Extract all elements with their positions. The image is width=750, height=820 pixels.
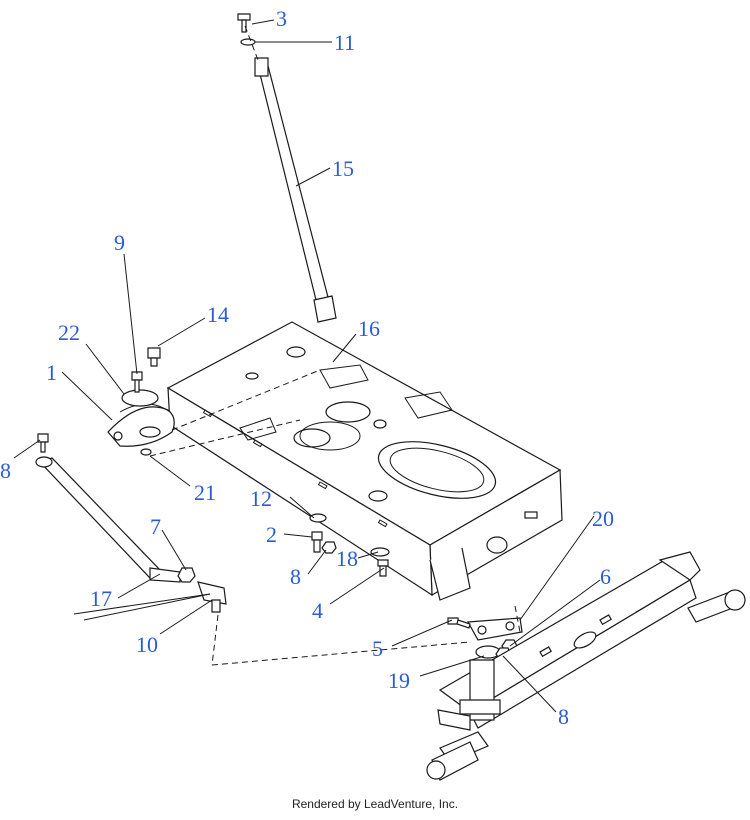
fitting-14 — [147, 347, 161, 367]
callout-16: 16 — [358, 316, 380, 341]
bolt-3 — [237, 13, 251, 33]
steering-shaft — [254, 57, 337, 323]
pin-21 — [140, 448, 152, 456]
washer-12 — [309, 513, 327, 523]
ball-joint-10 — [197, 581, 227, 613]
bushing-19 — [475, 645, 501, 659]
callout-6: 6 — [600, 564, 611, 589]
callout-1: 1 — [46, 360, 57, 385]
drag-link — [35, 456, 181, 583]
callout-12: 12 — [250, 486, 272, 511]
callouts: 3 11 15 9 14 22 16 1 8 21 12 2 7 8 18 20… — [0, 6, 614, 729]
callout-8a: 8 — [0, 458, 11, 483]
callout-2: 2 — [266, 522, 277, 547]
callout-5: 5 — [372, 636, 383, 661]
bolt-9 — [131, 371, 143, 393]
front-spindle — [426, 659, 501, 781]
callout-11: 11 — [334, 30, 355, 55]
callout-14: 14 — [207, 302, 229, 327]
bolt-8a — [37, 433, 49, 453]
footer-credit: Rendered by LeadVenture, Inc. — [291, 797, 459, 811]
washer-11 — [240, 38, 256, 46]
callout-21: 21 — [194, 480, 216, 505]
callout-19: 19 — [388, 668, 410, 693]
callout-17: 17 — [90, 586, 112, 611]
leader-lines — [13, 19, 601, 713]
nut-8b — [321, 541, 337, 554]
bolt-4 — [377, 559, 389, 577]
frame — [166, 321, 563, 601]
callout-10: 10 — [136, 632, 158, 657]
callout-22: 22 — [58, 320, 80, 345]
callout-3: 3 — [276, 6, 287, 31]
bolt-5 — [447, 617, 471, 629]
bolt-2 — [311, 531, 323, 553]
callout-20: 20 — [592, 506, 614, 531]
callout-4: 4 — [312, 598, 323, 623]
callout-8b: 8 — [290, 564, 301, 589]
steering-sector-gear — [107, 389, 175, 447]
callout-15: 15 — [332, 156, 354, 181]
front-axle — [438, 551, 746, 729]
callout-18: 18 — [336, 546, 358, 571]
callout-8c: 8 — [558, 704, 569, 729]
steering-arm-20 — [467, 617, 523, 641]
washer-18 — [370, 547, 390, 557]
callout-7: 7 — [150, 514, 161, 539]
nut-7 — [177, 567, 196, 583]
callout-9: 9 — [114, 230, 125, 255]
